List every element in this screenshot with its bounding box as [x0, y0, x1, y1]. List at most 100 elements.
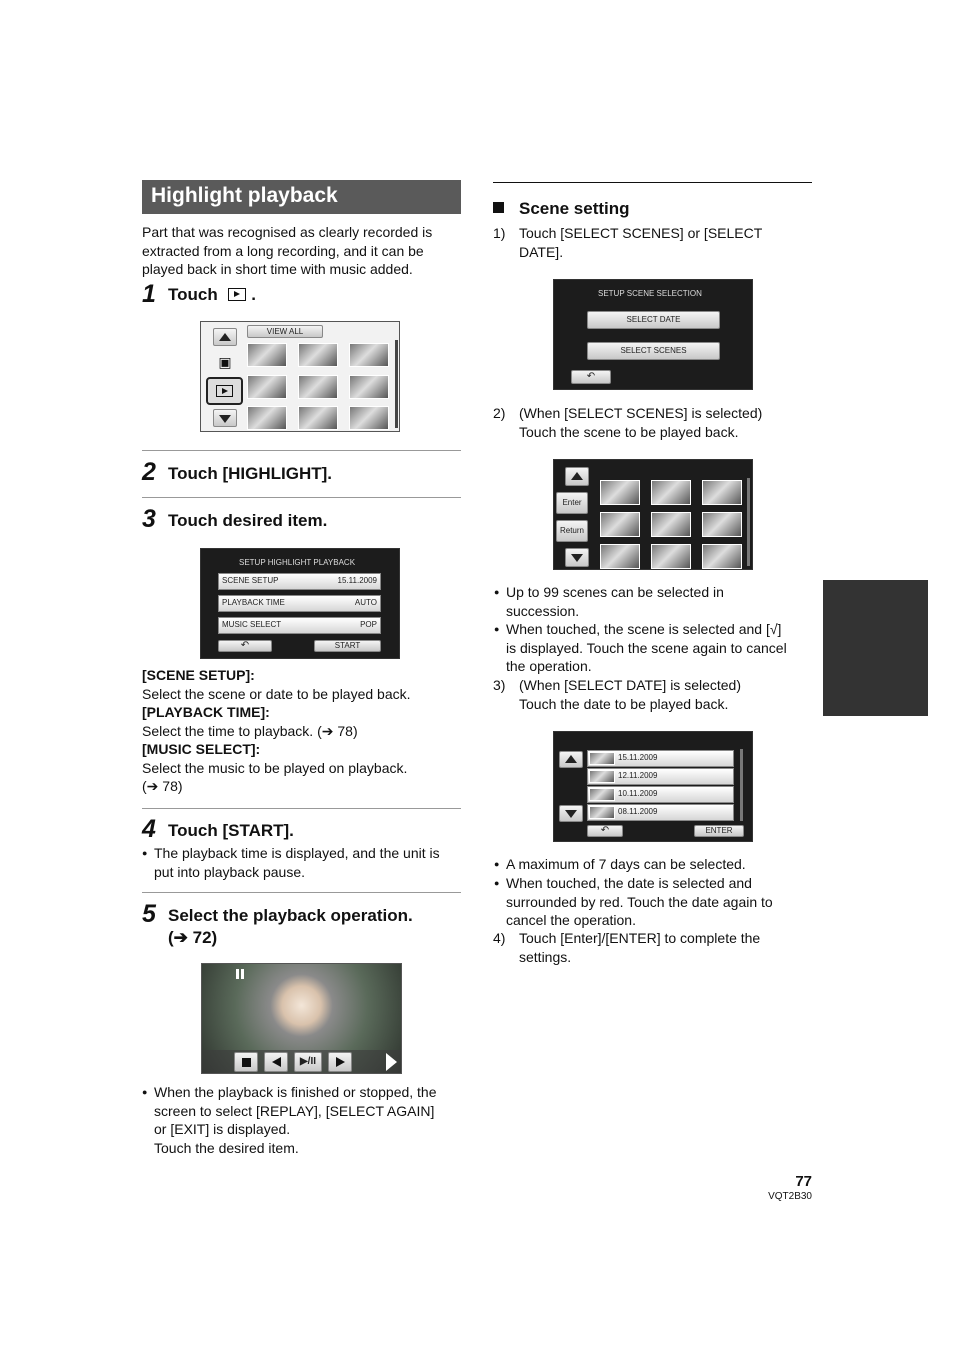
- enter-button[interactable]: Enter: [556, 492, 588, 514]
- section-header: Highlight playback: [142, 180, 461, 214]
- return-button[interactable]: ↶: [218, 640, 272, 652]
- bullet-item: When touched, the date is selected and s…: [494, 874, 811, 930]
- scene-thumbnail[interactable]: [651, 544, 691, 569]
- screen-title: SETUP SCENE SELECTION: [598, 289, 702, 298]
- term-list: [SCENE SETUP]: Select the scene or date …: [142, 666, 462, 796]
- date-thumbnail: [589, 770, 615, 783]
- view-all-button[interactable]: VIEW ALL: [247, 325, 323, 338]
- enter-button[interactable]: ENTER: [694, 825, 744, 837]
- play-mode-icon: [228, 288, 247, 301]
- bullet-line: succession.: [506, 602, 580, 619]
- scroll-up-button[interactable]: [559, 751, 583, 768]
- scrollbar[interactable]: [747, 478, 750, 566]
- play-mode-button[interactable]: [206, 377, 243, 405]
- divider: [142, 497, 461, 498]
- scroll-down-button[interactable]: [559, 805, 583, 822]
- music-select-row[interactable]: MUSIC SELECT POP: [218, 617, 381, 634]
- row-label: PLAYBACK TIME: [222, 598, 285, 607]
- scene-thumbnail[interactable]: [702, 480, 742, 505]
- step-number: 1: [142, 280, 156, 308]
- bullet-line: When touched, the date is selected and: [506, 875, 752, 891]
- play-pause-button[interactable]: ▶/II: [294, 1052, 322, 1072]
- term-desc: Select the scene or date to be played ba…: [142, 685, 411, 702]
- list-text: Touch [Enter]/[ENTER] to complete the se…: [519, 929, 819, 966]
- thumbnail[interactable]: [247, 406, 287, 430]
- date-row[interactable]: 15.11.2009: [587, 750, 734, 767]
- pause-icon-bar: [236, 969, 239, 979]
- bullet-line: Up to 99 scenes can be selected in: [506, 584, 724, 600]
- scene-setup-row[interactable]: SCENE SETUP 15.11.2009: [218, 573, 381, 590]
- list-line: (When [SELECT DATE] is selected): [519, 677, 741, 693]
- scene-thumbnail[interactable]: [600, 544, 640, 569]
- list-line: DATE].: [519, 243, 564, 260]
- scroll-down-button[interactable]: [213, 409, 237, 427]
- scene-thumbnail[interactable]: [651, 480, 691, 505]
- bullet-line: or [EXIT] is displayed.: [154, 1121, 291, 1137]
- bullet-line: put into playback pause.: [154, 863, 305, 880]
- thumbnail[interactable]: [349, 375, 389, 399]
- thumbnail[interactable]: [247, 375, 287, 399]
- date-thumbnail: [589, 806, 615, 819]
- scene-selection-screen: SETUP SCENE SELECTION SELECT DATE SELECT…: [553, 279, 753, 390]
- list-text: (When [SELECT SCENES] is selected) Touch…: [519, 404, 819, 441]
- select-scenes-button[interactable]: SELECT SCENES: [587, 342, 720, 360]
- return-button[interactable]: ↶: [571, 370, 611, 384]
- video-mode-icon[interactable]: ▣: [218, 354, 232, 370]
- divider: [142, 808, 461, 809]
- row-value: POP: [360, 620, 377, 629]
- scene-thumbnail[interactable]: [600, 480, 640, 505]
- section-square-icon: [493, 202, 504, 213]
- bullet-line: is displayed. Touch the scene again to c…: [506, 639, 787, 656]
- intro-line: Part that was recognised as clearly reco…: [142, 224, 433, 240]
- thumbnail[interactable]: [349, 343, 389, 367]
- list-text: (When [SELECT DATE] is selected) Touch t…: [519, 676, 819, 713]
- step-number: 3: [142, 505, 156, 533]
- start-button[interactable]: START: [314, 640, 381, 652]
- bullet-line: the operation.: [506, 658, 592, 674]
- scene-thumbnail[interactable]: [702, 544, 742, 569]
- term-title: [SCENE SETUP]:: [142, 667, 255, 683]
- scene-thumbnail[interactable]: [702, 512, 742, 537]
- scene-thumbnail[interactable]: [600, 512, 640, 537]
- select-date-button[interactable]: SELECT DATE: [587, 311, 720, 329]
- next-page-icon[interactable]: [386, 1053, 397, 1071]
- return-button[interactable]: ↶: [587, 825, 623, 837]
- term-desc: Select the music to be played on playbac…: [142, 759, 408, 776]
- scrollbar[interactable]: [740, 749, 743, 821]
- bullet-item: A maximum of 7 days can be selected.: [494, 855, 811, 874]
- return-button[interactable]: Return: [556, 520, 588, 542]
- intro-line: played back in short time with music add…: [142, 261, 413, 277]
- stop-button[interactable]: [234, 1052, 258, 1072]
- scroll-up-button[interactable]: [565, 467, 589, 486]
- step-number: 2: [142, 458, 156, 486]
- row-label: SCENE SETUP: [222, 576, 279, 585]
- thumbnail[interactable]: [247, 343, 287, 367]
- thumbnail[interactable]: [298, 343, 338, 367]
- row-value: AUTO: [354, 598, 377, 607]
- bullet-line: When touched, the scene is selected and …: [506, 621, 782, 637]
- screen-title: SETUP HIGHLIGHT PLAYBACK: [239, 558, 356, 567]
- bullet-line: surrounded by red. Touch the date again …: [506, 893, 773, 910]
- date-row[interactable]: 10.11.2009: [587, 786, 734, 803]
- step-title: Touch .: [168, 284, 256, 306]
- playback-time-row[interactable]: PLAYBACK TIME AUTO: [218, 595, 381, 612]
- date-row[interactable]: 08.11.2009: [587, 804, 734, 821]
- scrollbar[interactable]: [395, 340, 398, 428]
- scroll-up-button[interactable]: [213, 328, 237, 346]
- top-rule: [493, 182, 812, 183]
- thumbnail[interactable]: [298, 406, 338, 430]
- thumbnail[interactable]: [298, 375, 338, 399]
- thumbnail[interactable]: [349, 406, 389, 430]
- date-thumbnail: [589, 752, 615, 765]
- playback-screen: ▶/II: [201, 963, 402, 1074]
- scroll-down-button[interactable]: [565, 548, 589, 567]
- bullet-item: When touched, the scene is selected and …: [494, 620, 811, 676]
- page-number: 77: [795, 1173, 812, 1190]
- skip-forward-button[interactable]: [328, 1052, 352, 1072]
- bullet-line: When the playback is finished or stopped…: [154, 1084, 437, 1100]
- skip-back-button[interactable]: [264, 1052, 288, 1072]
- bullet-line: A maximum of 7 days can be selected.: [506, 856, 746, 872]
- scene-thumbnail[interactable]: [651, 512, 691, 537]
- date-row[interactable]: 12.11.2009: [587, 768, 734, 785]
- divider: [142, 450, 461, 451]
